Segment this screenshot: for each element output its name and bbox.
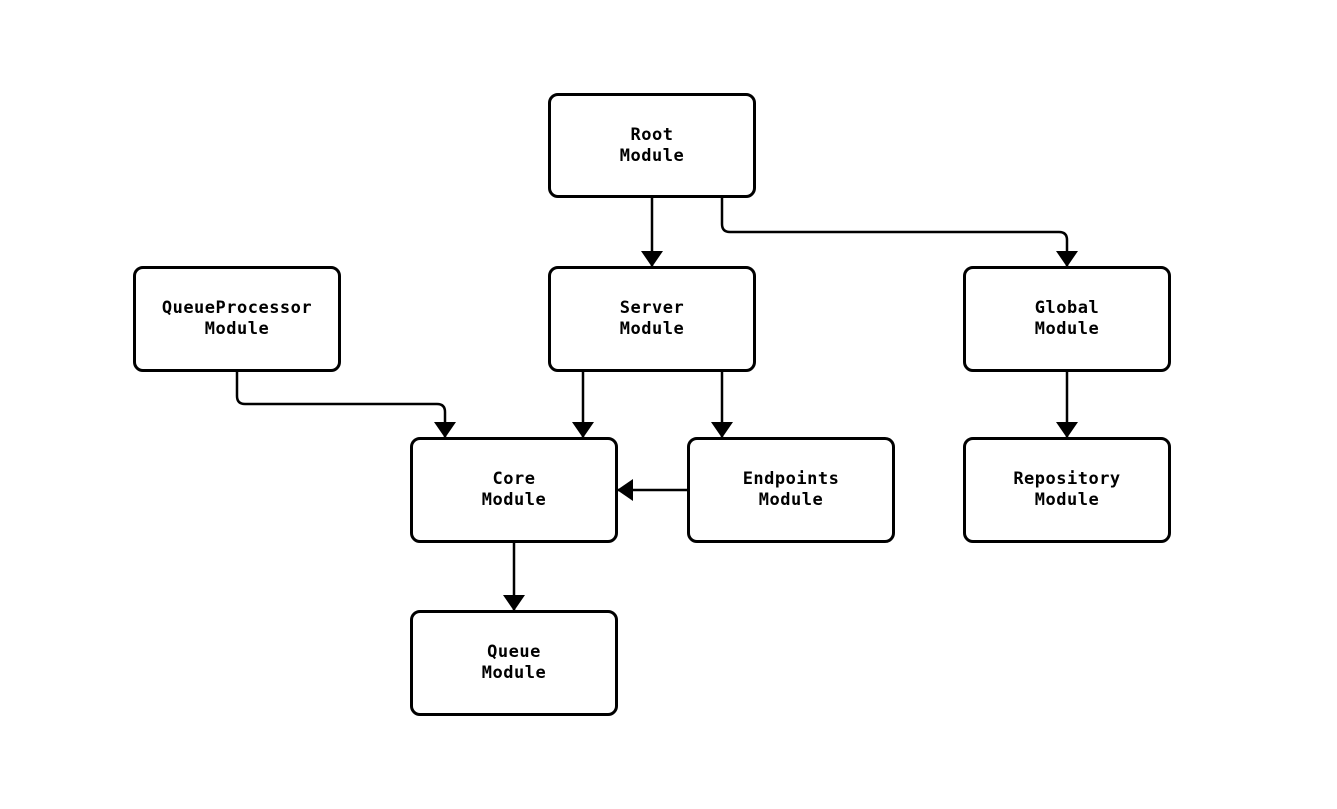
node-label-line: Module — [758, 490, 824, 510]
node-label-line: Core — [492, 469, 536, 489]
node-label-line: Server — [619, 298, 685, 318]
node-label-line: Queue — [487, 642, 541, 662]
node-label-line: Module — [481, 663, 547, 683]
node-label-line: Endpoints — [742, 469, 840, 489]
node-label-line: Module — [1034, 490, 1100, 510]
node-label-line: QueueProcessor — [161, 298, 313, 318]
node-label-line: Repository — [1013, 469, 1121, 489]
edge-queueprocessor-to-core — [235, 370, 456, 439]
node-label-line: Module — [481, 490, 547, 510]
node-label-line: Module — [204, 319, 270, 339]
edges-group — [235, 196, 1078, 612]
node-label-line: Global — [1034, 298, 1100, 318]
node-label-line: Module — [1034, 319, 1100, 339]
node-label-line: Root — [630, 124, 674, 145]
node-label-line: Module — [619, 319, 685, 339]
edge-root-to-global — [720, 196, 1078, 268]
node-label-line: Module — [619, 145, 685, 166]
